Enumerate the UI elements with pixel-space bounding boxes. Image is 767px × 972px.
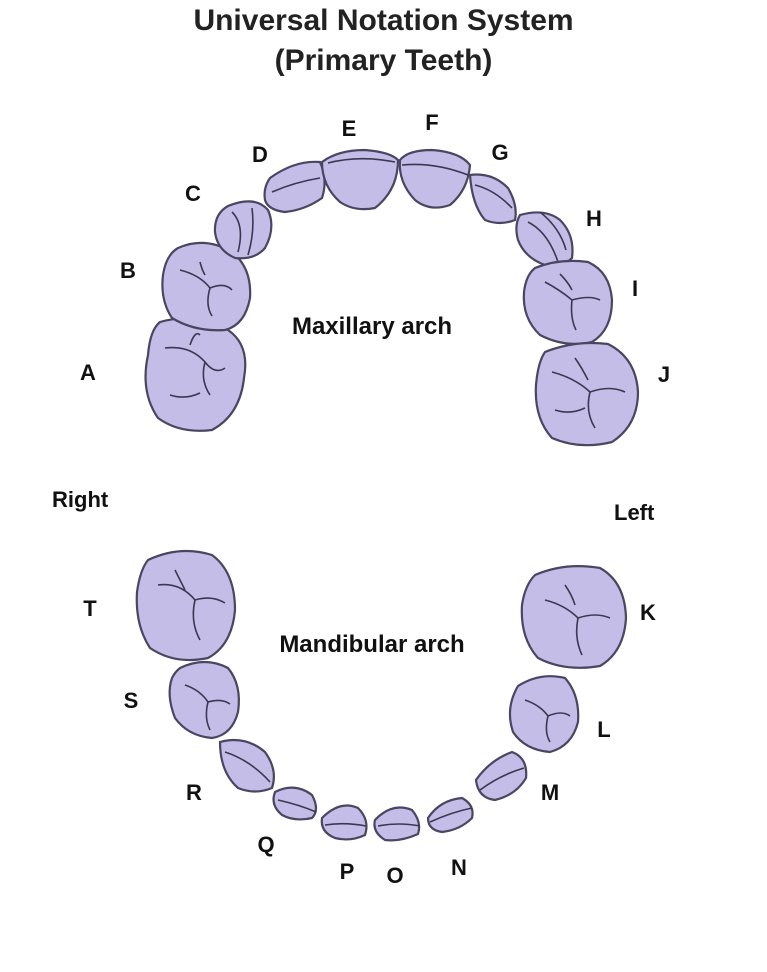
tooth-label-I: I	[632, 276, 638, 301]
tooth-I	[524, 261, 612, 344]
tooth-label-R: R	[186, 780, 202, 805]
tooth-Q	[274, 788, 316, 820]
tooth-K	[522, 566, 626, 668]
tooth-J	[536, 343, 638, 445]
tooth-label-J: J	[658, 362, 670, 387]
tooth-label-D: D	[252, 142, 268, 167]
tooth-F	[400, 150, 470, 208]
tooth-label-T: T	[83, 596, 97, 621]
tooth-label-C: C	[185, 181, 201, 206]
tooth-label-A: A	[80, 360, 96, 385]
tooth-D	[265, 162, 325, 212]
tooth-R	[220, 740, 274, 792]
tooth-C	[215, 201, 271, 258]
tooth-label-K: K	[640, 600, 656, 625]
tooth-label-E: E	[342, 116, 357, 141]
tooth-label-G: G	[491, 140, 508, 165]
tooth-label-M: M	[541, 780, 559, 805]
tooth-P	[322, 806, 367, 840]
left-side-label: Left	[614, 500, 655, 525]
tooth-O	[374, 808, 420, 841]
tooth-L	[510, 676, 578, 752]
tooth-N	[428, 798, 473, 832]
tooth-label-P: P	[340, 859, 355, 884]
tooth-label-F: F	[425, 110, 438, 135]
tooth-label-L: L	[597, 717, 610, 742]
tooth-label-N: N	[451, 855, 467, 880]
mandibular-arch-label: Mandibular arch	[279, 631, 464, 658]
tooth-label-O: O	[386, 863, 403, 888]
tooth-S	[170, 662, 239, 738]
tooth-H	[516, 212, 572, 266]
tooth-label-Q: Q	[257, 832, 274, 857]
tooth-A	[146, 318, 246, 430]
tooth-M	[476, 752, 526, 800]
tooth-T	[137, 551, 235, 660]
tooth-label-S: S	[124, 688, 139, 713]
tooth-label-B: B	[120, 258, 136, 283]
maxillary-arch-label: Maxillary arch	[292, 313, 452, 340]
right-side-label: Right	[52, 487, 109, 512]
tooth-G	[470, 175, 516, 223]
tooth-E	[322, 150, 398, 209]
maxillary-arch	[146, 150, 638, 445]
tooth-label-H: H	[586, 206, 602, 231]
